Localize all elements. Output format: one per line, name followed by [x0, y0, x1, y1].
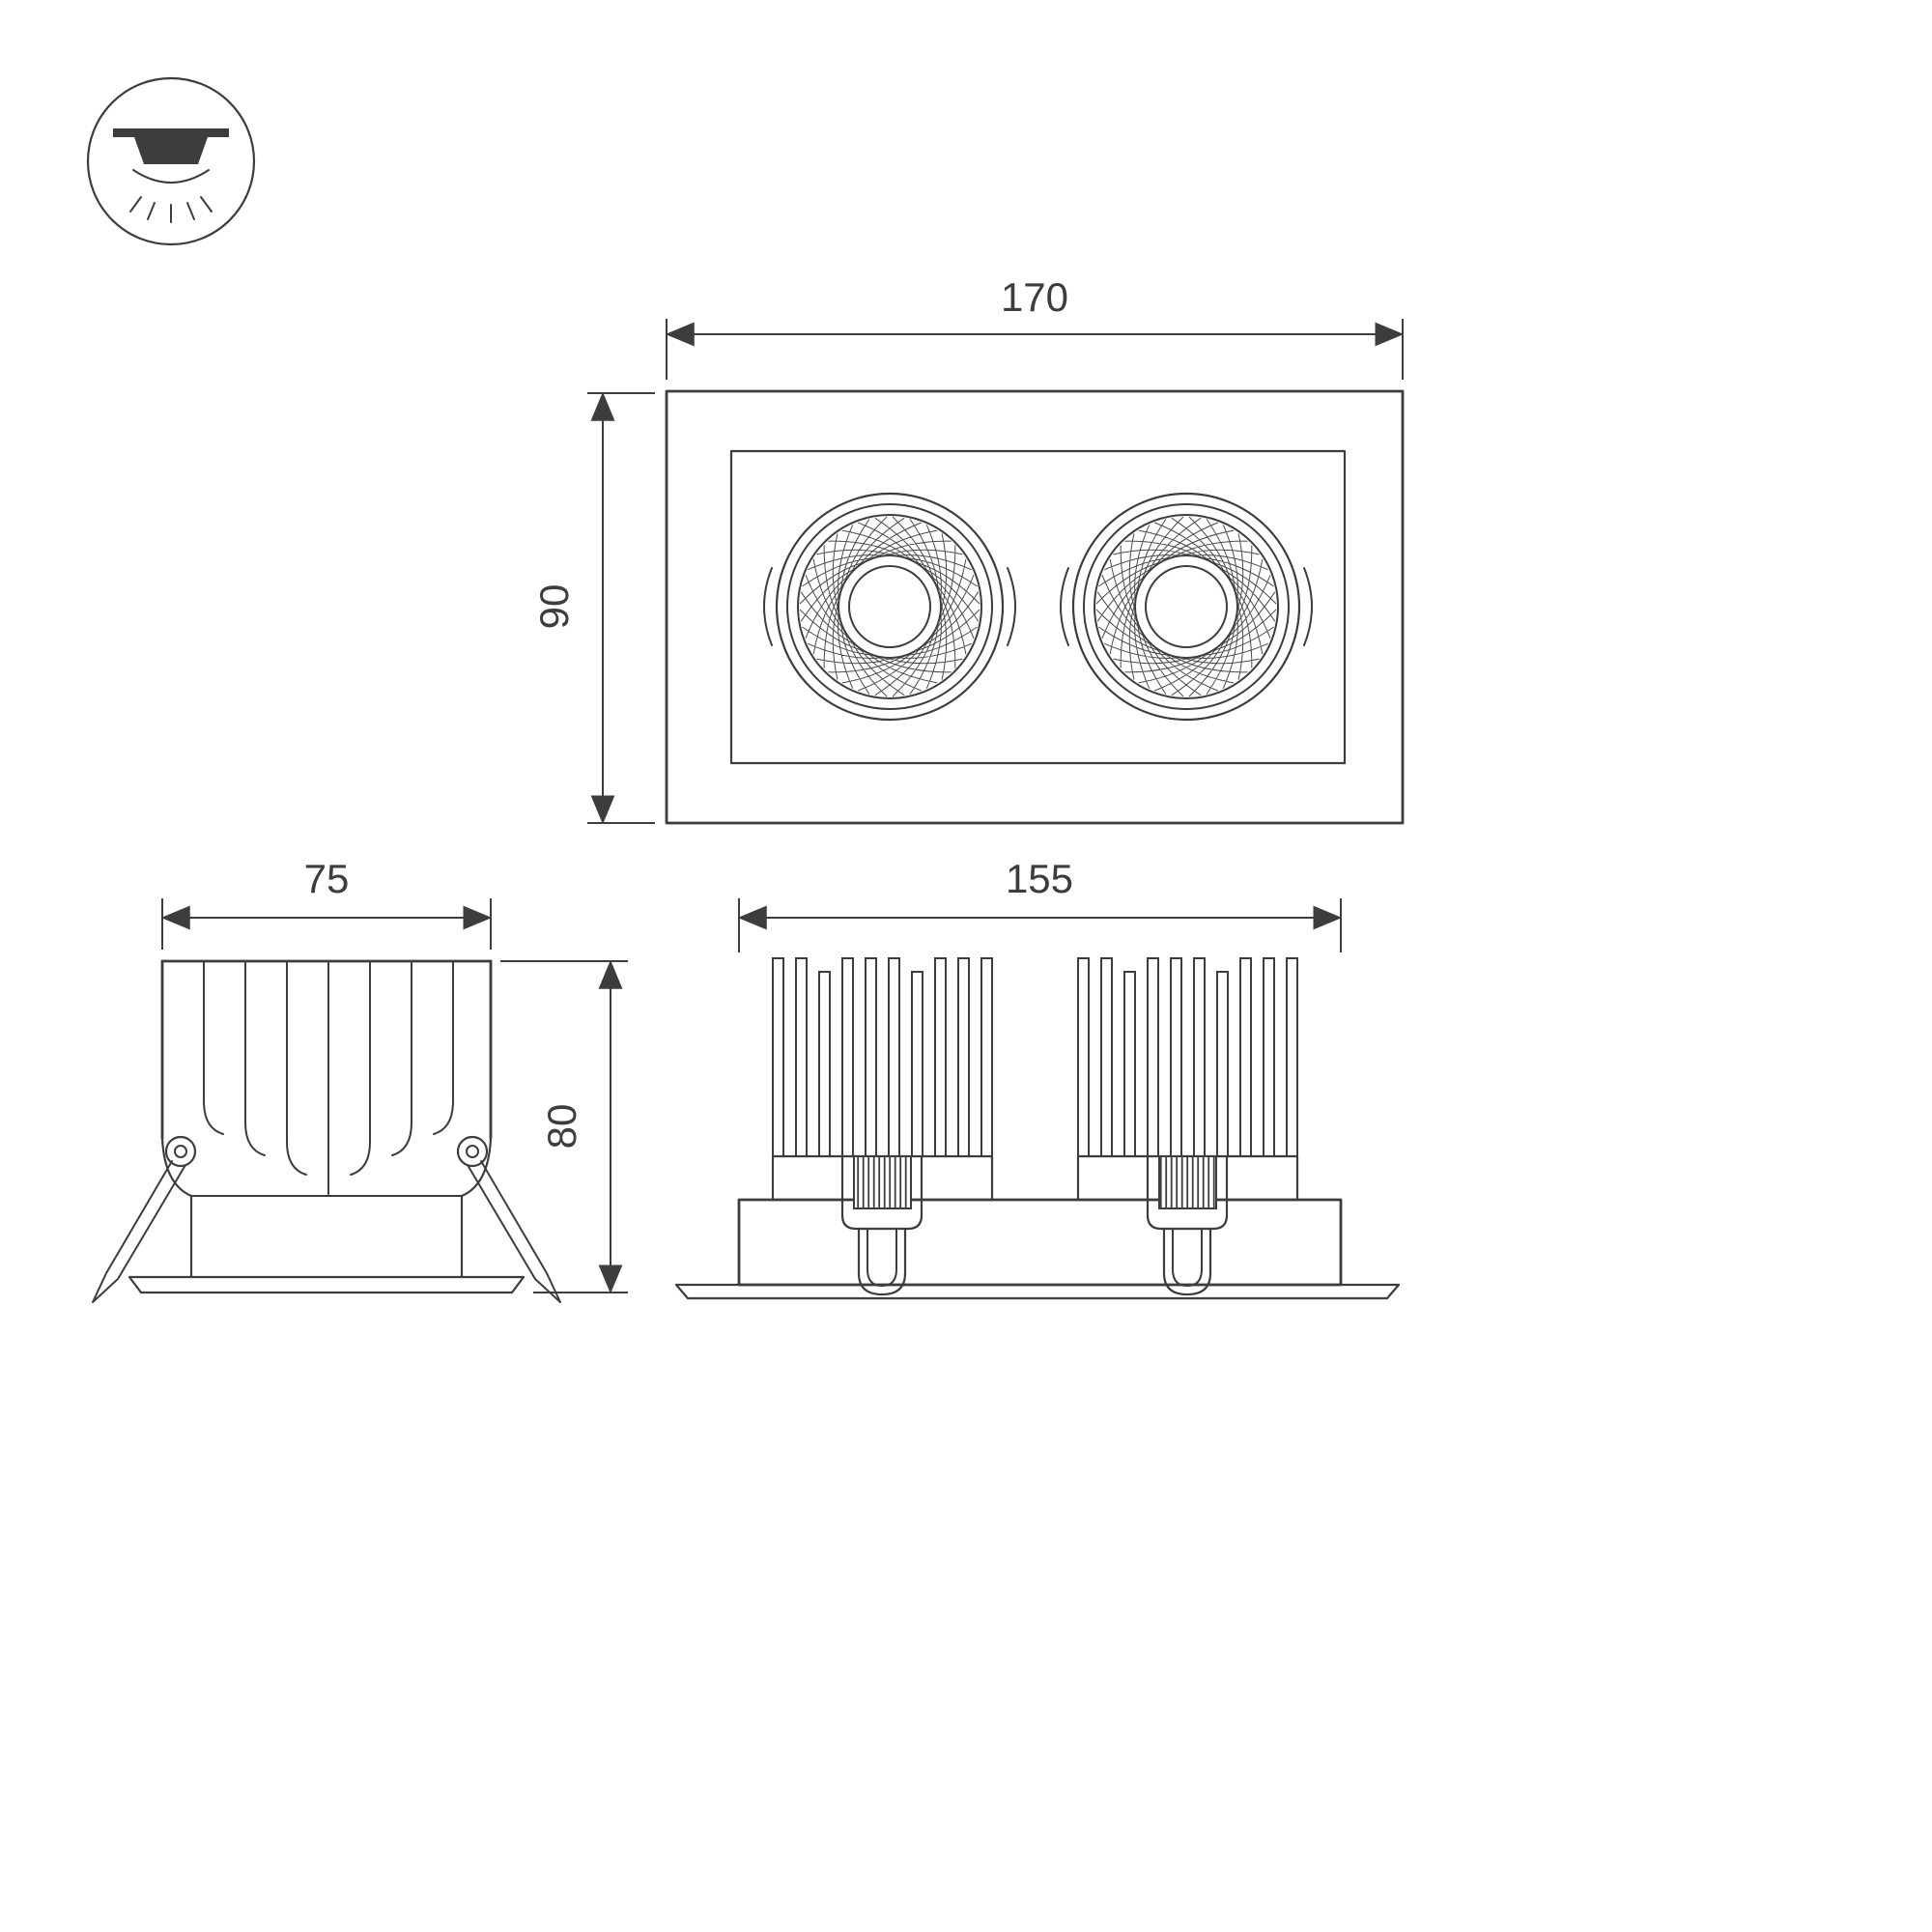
icon-light-rays [129, 196, 213, 223]
rear-view [674, 957, 1401, 1300]
dimension-label-170: 170 [1001, 274, 1068, 320]
lamp-module-2 [1060, 492, 1313, 722]
clip-retainer-1 [840, 1154, 923, 1296]
heatsink-pin [1147, 957, 1159, 1157]
gimbal-arc-left-1 [763, 567, 773, 646]
heatsink-pin [1077, 957, 1090, 1157]
front-outer-frame [665, 389, 1405, 825]
heatsink-pin [888, 957, 900, 1157]
front-inner-frame [729, 449, 1347, 765]
recessed-downlight-icon [86, 76, 256, 246]
clip-retainer-2 [1146, 1154, 1229, 1296]
icon-ceiling-bar [113, 128, 229, 137]
reflector-mesh-1 [799, 516, 980, 697]
side-view [92, 959, 561, 1303]
heatsink-pin [911, 971, 923, 1157]
heatsink-pin [772, 957, 784, 1157]
icon-lamp-body [134, 137, 208, 164]
dimension-label-155: 155 [1006, 856, 1073, 901]
heatsink-pin [980, 957, 993, 1157]
driver-body-side [189, 1194, 464, 1279]
dimension-front-width: 170 [665, 274, 1405, 380]
front-view [665, 389, 1405, 825]
dimension-side-height: 80 [500, 959, 628, 1294]
heatsink-pin [1170, 957, 1182, 1157]
heatsink-pin [865, 957, 877, 1157]
clip-ribbed-spring-1 [853, 1155, 912, 1209]
heatsink-pin [934, 957, 947, 1157]
gimbal-arc-right-2 [1303, 567, 1313, 646]
heatsink-pin [1100, 957, 1113, 1157]
icon-circle [86, 76, 256, 246]
heatsink-pin [1263, 957, 1275, 1157]
reflector-facet-lines [799, 516, 980, 697]
heatsink-pin [841, 957, 854, 1157]
dimension-front-height: 90 [531, 391, 655, 825]
gimbal-arc-right-1 [1007, 567, 1016, 646]
heatsink-pin [1123, 971, 1136, 1157]
heatsink-pins-block-2 [1077, 957, 1298, 1157]
dimension-label-90: 90 [531, 584, 577, 630]
dimension-side-width: 75 [160, 856, 493, 950]
trim-flange-side [128, 1275, 526, 1294]
clip-ribbed-spring-2 [1158, 1155, 1217, 1209]
icon-light-arc [132, 169, 210, 184]
spring-clip-left [92, 1135, 197, 1303]
trim-flange-rear [674, 1283, 1401, 1300]
reflector-facet-lines [1095, 516, 1277, 697]
heatsink-pin [1239, 957, 1252, 1157]
dimension-label-80: 80 [539, 1104, 584, 1150]
heatsink-pins-block-1 [772, 957, 993, 1157]
heatsink-fins-side [203, 960, 454, 1195]
heatsink-pin [1216, 971, 1229, 1157]
heatsink-pin [1193, 957, 1206, 1157]
gimbal-arc-left-2 [1060, 567, 1069, 646]
heatsink-pin [818, 971, 831, 1157]
dimension-rear-width: 155 [737, 856, 1343, 952]
heatsink-pin [1286, 957, 1298, 1157]
heatsink-pin [957, 957, 970, 1157]
recess-body [737, 1198, 1343, 1287]
dimension-label-75: 75 [304, 856, 350, 901]
lamp-module-1 [763, 492, 1016, 722]
reflector-mesh-2 [1095, 516, 1277, 697]
heatsink-pin [795, 957, 808, 1157]
